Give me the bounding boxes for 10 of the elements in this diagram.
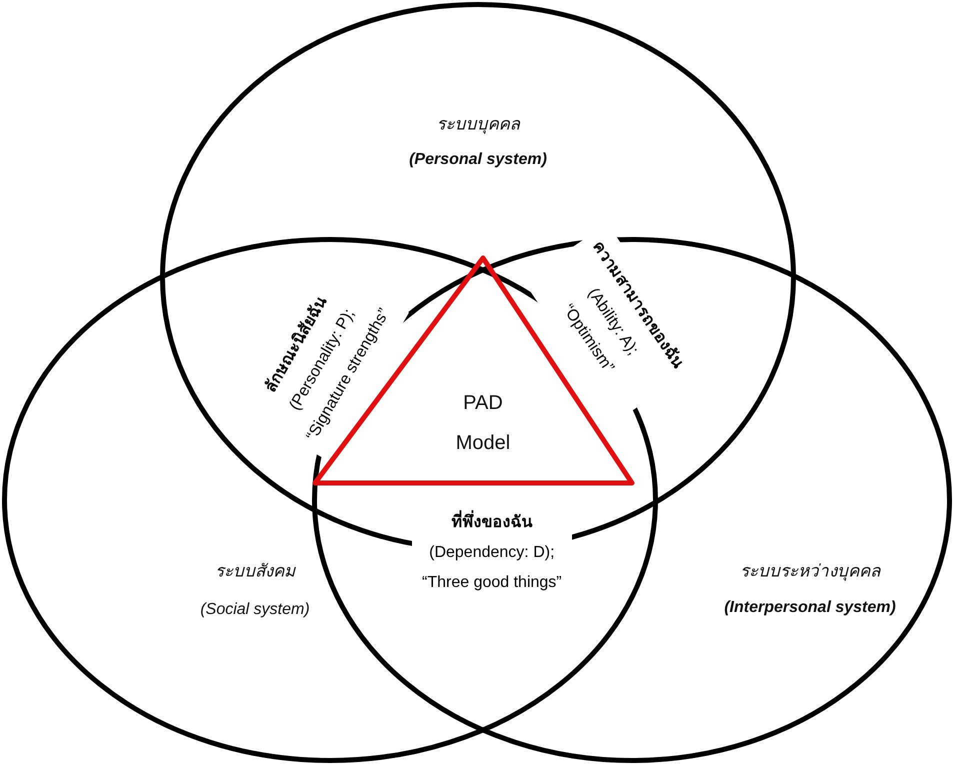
region-text: (Dependency: D); xyxy=(428,543,556,563)
model-title: PAD Model xyxy=(454,391,512,456)
system-title: ระบบบุคคล xyxy=(436,114,520,136)
region-text: “Three good things” xyxy=(422,573,562,593)
system-subtitle: (Social system) xyxy=(200,601,310,619)
region-title: ที่พึ่งของฉัน xyxy=(422,508,562,538)
system-title: ระบบสังคม xyxy=(215,560,295,582)
system-subtitle: (Interpersonal system) xyxy=(724,599,896,617)
system-subtitle: (Personal system) xyxy=(409,151,547,169)
system-title: ระบบระหว่างบุคคล xyxy=(740,560,880,583)
